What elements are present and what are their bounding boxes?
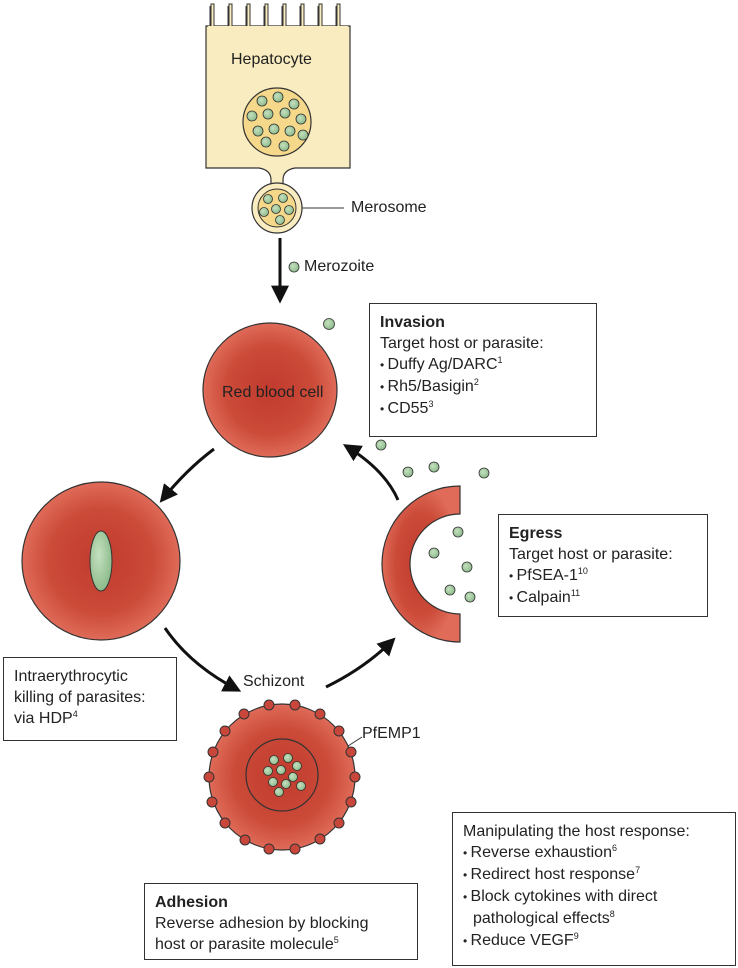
invading-merozoite [323,318,335,330]
merosome-parasites [259,193,294,225]
host-response-box: Manipulating the host response: Reverse … [452,812,736,966]
red-blood-cell [202,322,338,458]
host-response-list: Reverse exhaustion6 Redirect host respon… [463,842,725,952]
host-response-title: Manipulating the host response: [463,823,690,840]
rbc-label: Red blood cell [222,384,324,401]
ring-stage-parasite [89,530,113,592]
arrow-ring-to-schizont [163,627,242,692]
hepatocyte-label: Hepatocyte [231,51,312,68]
arrow-schizont-to-egress [325,637,396,689]
adhesion-line-1: Reverse adhesion by blocking [155,915,369,932]
list-item: Reverse exhaustion6 [463,842,725,864]
pfemp1-knobs [203,699,361,855]
list-item: Reduce VEGF9 [463,930,725,952]
egress-subtitle: Target host or parasite: [509,546,673,563]
pfemp1-pointer [347,736,363,747]
list-item: Duffy Ag/DARC1 [380,354,586,376]
list-item: PfSEA-110 [509,565,697,587]
killing-line-1: Intraerythrocytic [14,668,128,685]
pfemp1-label: PfEMP1 [362,725,421,742]
egress-title: Egress [509,525,563,542]
adhesion-box: Adhesion Reverse adhesion by blocking ho… [144,883,418,960]
adhesion-title: Adhesion [155,894,228,911]
schizont-vacuole [245,738,319,812]
merosome-label: Merosome [351,199,427,216]
arrow-rbc-to-ring [159,447,215,503]
invasion-title: Invasion [380,314,445,331]
list-item: CD553 [380,398,586,420]
egress-box: Egress Target host or parasite: PfSEA-11… [498,514,708,617]
killing-line-2: killing of parasites: [14,689,146,706]
schizont-label: Schizont [243,673,305,690]
invasion-box: Invasion Target host or parasite: Duffy … [369,303,597,437]
list-item: Rh5/Basigin2 [380,376,586,398]
list-item: Calpain11 [509,587,697,609]
list-item: Redirect host response7 [463,864,725,886]
arrow-egress-to-rbc [342,444,400,501]
schizont-merozoites [263,753,306,797]
killing-box: Intraerythrocytic killing of parasites: … [3,657,177,741]
invasion-list: Duffy Ag/DARC1 Rh5/Basigin2 CD553 [380,354,586,420]
released-merozoites [375,439,490,603]
invasion-subtitle: Target host or parasite: [380,335,544,352]
killing-line-3: via HDP4 [14,709,78,728]
list-item: Block cytokines with direct [463,886,725,908]
egress-list: PfSEA-110 Calpain11 [509,565,697,609]
adhesion-line-2: host or parasite molecule5 [155,935,339,954]
schizont-cell [208,703,356,851]
merozoite-legend-dot [288,261,300,273]
merozoite-label: Merozoite [304,258,375,275]
liver-parasites [246,91,309,152]
list-item-continued: pathological effects8 [473,909,615,928]
ruptured-cell [381,485,461,643]
